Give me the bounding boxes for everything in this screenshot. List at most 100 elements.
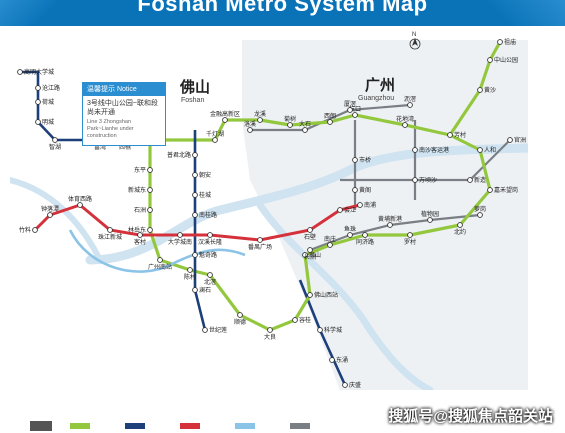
station-label: 南浦 (364, 201, 376, 209)
station-s48[interactable]: 珠江新城 (98, 227, 122, 241)
station-s25[interactable]: 澜石 (192, 286, 211, 294)
station-s12[interactable]: 菊树 (284, 115, 296, 128)
station-s04[interactable]: 明城 (35, 119, 54, 126)
station-markers: 高明大学城沧江路荷城明城智湖富湾西樵东平千灯湖金融高新区龙溪菊树西朗坑口花地湾芳… (17, 38, 526, 389)
station-s03[interactable]: 荷城 (35, 98, 54, 106)
station-s32[interactable]: 陈村 (184, 267, 196, 281)
station-label: 汉溪长隆 (198, 238, 222, 246)
station-s67[interactable]: 鱼珠 (344, 225, 356, 238)
station-s26[interactable]: 世纪莲 (202, 326, 227, 334)
station-s22[interactable]: 桂城 (192, 191, 211, 199)
station-s30[interactable]: 林岳东 (128, 226, 153, 234)
station-s18[interactable]: 中山公园 (487, 56, 518, 64)
station-s69[interactable]: 植物园 (421, 210, 439, 223)
station-s28[interactable]: 新城东 (128, 186, 153, 194)
station-s36[interactable]: 容桂 (292, 316, 311, 324)
metro-map-panel: 高明大学城沧江路荷城明城智湖富湾西樵东平千灯湖金融高新区龙溪菊树西朗坑口花地湾芳… (7, 30, 533, 394)
station-label: 东涌 (336, 356, 348, 364)
station-s23[interactable]: 南桂路 (192, 211, 217, 219)
station-s37[interactable]: 佛山西站 (307, 291, 338, 299)
station-label: 菊树 (284, 115, 296, 123)
station-s29[interactable]: 石洲 (134, 207, 153, 214)
station-s41[interactable]: 罗村 (404, 232, 416, 246)
station-s44[interactable]: 人和 (477, 146, 496, 154)
station-s43[interactable]: 嘉禾望岗 (487, 186, 518, 194)
station-s70[interactable]: 萝岗 (474, 205, 486, 218)
station-s20[interactable]: 普君北路 (167, 151, 198, 159)
station-s60[interactable]: 市桥 (352, 156, 371, 164)
station-label: 北约 (454, 228, 466, 236)
station-s45[interactable]: 竹料 (19, 226, 38, 234)
station-dot-icon (207, 272, 213, 278)
station-s72[interactable]: 东涌 (329, 356, 348, 364)
station-s19[interactable]: 祖庙 (497, 38, 516, 46)
station-dot-icon (307, 292, 313, 298)
station-s66[interactable]: 长洲 (304, 247, 316, 261)
station-label: 广州南站 (148, 263, 172, 271)
station-s57[interactable]: 大石 (299, 120, 311, 133)
station-s68[interactable]: 黄埔新港 (378, 215, 402, 228)
station-s51[interactable]: 汉溪长隆 (198, 232, 222, 246)
station-s54[interactable]: 会江 (337, 206, 356, 214)
station-s47[interactable]: 体育西路 (68, 195, 92, 208)
station-s34[interactable]: 顺德 (234, 312, 246, 326)
station-s27[interactable]: 东平 (134, 166, 153, 174)
station-label: 客村 (134, 238, 146, 246)
north-compass: N (409, 32, 421, 50)
station-dot-icon (307, 227, 313, 233)
station-s13[interactable]: 西朗 (324, 112, 336, 125)
station-s65[interactable]: 官洲 (507, 136, 526, 144)
station-s15[interactable]: 花地湾 (396, 115, 414, 128)
station-s39[interactable]: 南庄 (324, 235, 336, 248)
station-label: 南庄 (324, 235, 336, 243)
station-dot-icon (157, 257, 163, 263)
station-s46[interactable]: 钟落潭 (41, 205, 59, 218)
station-label: 花地湾 (396, 115, 414, 123)
station-s14[interactable]: 坑口 (349, 105, 361, 118)
station-s11[interactable]: 龙溪 (254, 110, 266, 123)
station-dot-icon (407, 232, 413, 238)
station-label: 市桥 (359, 156, 371, 164)
station-s33[interactable]: 北滘 (204, 272, 216, 286)
station-s64[interactable]: 新造 (467, 176, 486, 184)
station-label: 智湖 (49, 143, 61, 151)
station-s59[interactable]: 沥滘 (404, 95, 416, 108)
station-s21[interactable]: 朝安 (192, 171, 211, 179)
city-label-guangzhou-en: Guangzhou (358, 95, 394, 102)
station-s35[interactable]: 大良 (264, 327, 276, 341)
station-s52[interactable]: 番禺广场 (248, 237, 272, 251)
station-s63[interactable]: 万顷沙 (412, 176, 437, 184)
station-s49[interactable]: 客村 (134, 232, 146, 246)
station-s58[interactable]: 厦滘 (344, 100, 356, 113)
station-s55[interactable]: 南浦 (357, 201, 376, 209)
station-s53[interactable]: 石壁 (304, 227, 316, 241)
station-s17[interactable]: 黄沙 (477, 86, 496, 94)
lime-loop-line (148, 41, 502, 332)
station-label: 体育西路 (68, 195, 92, 203)
station-s62[interactable]: 南沙客运港 (412, 146, 449, 154)
station-dot-icon (212, 137, 218, 143)
station-s09[interactable]: 千灯湖 (206, 130, 224, 143)
station-s42[interactable]: 北约 (454, 222, 466, 236)
station-dot-icon (302, 252, 308, 258)
station-s71[interactable]: 科学城 (317, 326, 342, 334)
station-dot-icon (192, 152, 198, 158)
header-decoration-left (0, 0, 60, 26)
station-s05[interactable]: 智湖 (49, 137, 61, 151)
station-dot-icon (32, 227, 38, 233)
station-s10[interactable]: 金融高新区 (210, 110, 240, 123)
station-s50[interactable]: 大学城南 (168, 232, 192, 246)
station-s24[interactable]: 魁奇路 (192, 251, 217, 259)
station-dot-icon (467, 177, 473, 183)
station-dot-icon (352, 112, 358, 118)
station-s61[interactable]: 黄阁 (352, 186, 371, 194)
station-s73[interactable]: 庆盛 (342, 381, 361, 389)
station-s02[interactable]: 沧江路 (35, 84, 60, 92)
station-s56[interactable]: 洛溪 (244, 120, 256, 133)
station-s16[interactable]: 芳村 (447, 131, 466, 139)
station-label: 科学城 (324, 326, 342, 334)
station-s38[interactable]: 狮山 (302, 251, 321, 259)
station-s40[interactable]: 同济路 (356, 232, 374, 246)
station-s31[interactable]: 广州南站 (148, 257, 172, 271)
station-s01[interactable]: 高明大学城 (17, 68, 54, 76)
